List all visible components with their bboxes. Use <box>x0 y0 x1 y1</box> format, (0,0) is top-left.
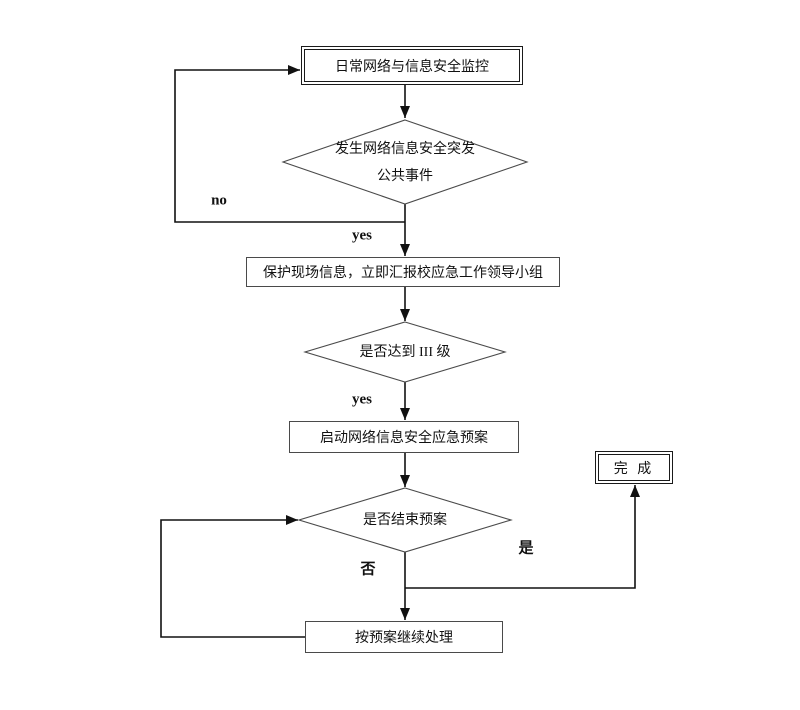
node-continue-handling-label: 按预案继续处理 <box>355 631 453 646</box>
edge-label-yes-event: yes <box>352 227 372 244</box>
node-daily-monitoring: 日常网络与信息安全监控 <box>301 46 523 85</box>
node-daily-monitoring-label: 日常网络与信息安全监控 <box>304 49 520 82</box>
edge-event-no-loop-to-start <box>174 65 405 223</box>
node-start-plan: 启动网络信息安全应急预案 <box>289 421 519 453</box>
node-start-plan-label: 启动网络信息安全应急预案 <box>320 431 488 446</box>
decision-event-diamond <box>281 119 529 205</box>
decision-end-label-text: 是否结束预案 <box>363 512 447 528</box>
edge-label-no-end: 否 <box>360 561 376 578</box>
node-report: 保护现场信息，立即汇报校应急工作领导小组 <box>246 257 560 287</box>
edge-label-yes-end: 是 <box>518 540 534 557</box>
decision-event-label-line2: 公共事件 <box>377 169 433 184</box>
edge-label-no-event: no <box>211 192 227 209</box>
decision-event-label-line1: 发生网络信息安全突发 <box>335 142 475 157</box>
decision-end-label: 是否结束预案 <box>325 508 485 532</box>
decision-level-diamond <box>303 321 507 383</box>
edge-continue-loop-to-end-decision <box>160 515 305 638</box>
edge-end-yes-to-done <box>405 485 640 589</box>
node-continue-handling: 按预案继续处理 <box>305 621 503 653</box>
edge-label-yes-level: yes <box>352 391 372 408</box>
node-done-label: 完 成 <box>598 454 670 481</box>
decision-event-label: 发生网络信息安全突发 公共事件 <box>295 135 515 191</box>
node-report-label: 保护现场信息，立即汇报校应急工作领导小组 <box>263 266 543 281</box>
node-done: 完 成 <box>595 451 673 484</box>
decision-level-label: 是否达到 III 级 <box>325 340 485 364</box>
decision-end-diamond <box>297 487 513 553</box>
decision-level-label-text: 是否达到 III 级 <box>359 344 451 360</box>
